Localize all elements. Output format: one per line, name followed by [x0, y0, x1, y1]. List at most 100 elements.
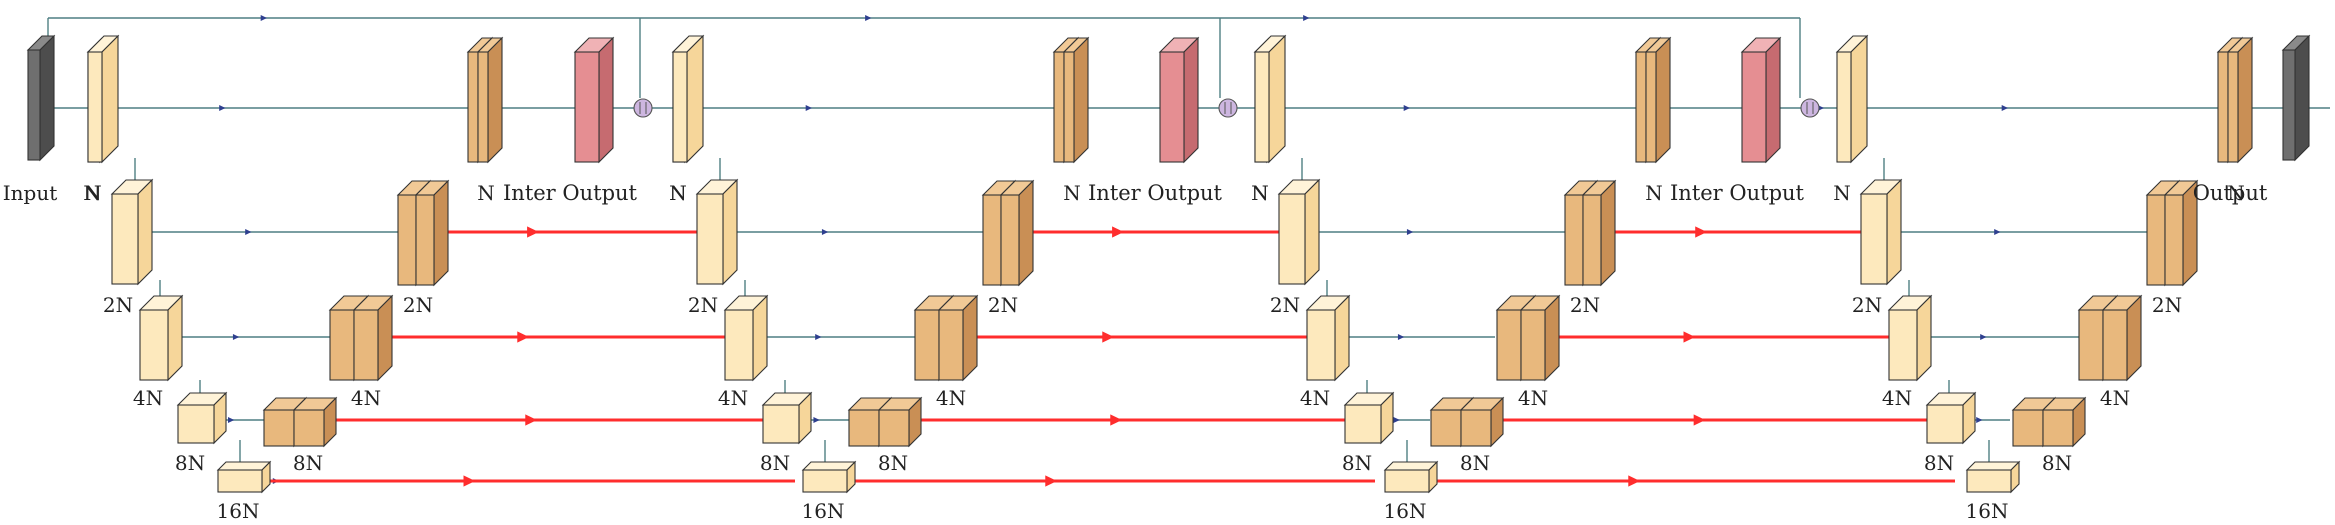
enc-4n-585-side [752, 294, 768, 382]
enc-2n-label-585: 2N [688, 293, 718, 317]
dec-2n-0-b [414, 179, 450, 287]
enc-16n-585 [801, 460, 857, 494]
inter-output-label-2: Inter Output [1670, 181, 1805, 205]
enc-8n-label-1167: 8N [1342, 451, 1372, 475]
enc-2n-1749-side [1886, 178, 1902, 286]
dec-8n-label-585: 8N [878, 451, 908, 475]
dec-4n-label-1167: 4N [1518, 386, 1548, 410]
output-slab [2281, 34, 2311, 162]
encoder-n-after-merge-2 [1835, 34, 1869, 164]
encoder-n-label-s0: N [84, 181, 102, 205]
encoder-n-after-merge-label-0: N [669, 181, 687, 205]
output-label: Output [2193, 181, 2268, 205]
merge-node-0 [633, 98, 653, 118]
dec-4n-0-b [352, 294, 394, 382]
enc-4n-label-0: 4N [133, 386, 163, 410]
enc-16n-label-0: 16N [217, 499, 260, 523]
layer-blocks [26, 34, 2311, 494]
dec-2n-0-b-side [433, 179, 449, 287]
dec-n-label-0: N [477, 181, 495, 205]
enc-2n-1167-side [1304, 178, 1320, 286]
encoder-n-after-merge-1-side [1268, 34, 1286, 164]
flow-arrow [2001, 104, 2008, 112]
dec-8n-1167-b [1459, 396, 1505, 448]
enc-4n-label-1749: 4N [1882, 386, 1912, 410]
enc-2n-label-1167: 2N [1270, 293, 1300, 317]
encoder-n-label-s1: N [669, 181, 687, 205]
output-slab-side [2294, 34, 2310, 162]
enc-4n-0-front [139, 309, 169, 381]
encoder-n-after-merge-2-front [1836, 51, 1852, 163]
enc-16n-1167-front [1384, 469, 1430, 493]
dec-8n-1749-a-front [2012, 409, 2044, 447]
dec-n-label-1167: N [1645, 181, 1663, 205]
dec-n-585-b-side [1073, 36, 1089, 164]
enc-16n-1167 [1383, 460, 1439, 494]
dec-2n-585-b [999, 179, 1035, 287]
enc-16n-0-top [216, 461, 272, 471]
enc-2n-0-side [137, 178, 153, 286]
encoder-n-after-merge-label-2: N [1833, 181, 1851, 205]
flow-arrow [805, 104, 812, 112]
flow-arrow [1403, 104, 1410, 112]
dec-4n-1749-b-side [2126, 294, 2142, 382]
enc-4n-1749-front [1888, 309, 1918, 381]
dec-8n-1749-b [2041, 396, 2087, 448]
skip-arrow-8n [1693, 414, 1706, 426]
enc-16n-label-1749: 16N [1966, 499, 2009, 523]
enc-8n-585 [761, 391, 813, 445]
dec-4n-1167-b [1519, 294, 1561, 382]
enc-2n-585 [695, 178, 739, 286]
level-arrow-0 [1994, 228, 2001, 236]
skip-arrow-8n [1110, 414, 1122, 426]
inter-output-slab-1-side [1183, 36, 1199, 164]
enc-4n-0-side [167, 294, 183, 382]
dec-8n-0-b [292, 396, 338, 448]
inter-output-slab-0 [573, 36, 615, 164]
enc-8n-1167 [1343, 391, 1395, 445]
dec-2n-1167-b [1581, 179, 1617, 287]
inter-output-label-1: Inter Output [1088, 181, 1223, 205]
dec-2n-1167-b-side [1600, 179, 1616, 287]
enc-4n-1167-front [1306, 309, 1336, 381]
dec-n-1749-a-front [2217, 51, 2229, 163]
dec-8n-label-1167: 8N [1460, 451, 1490, 475]
level-arrow-0 [821, 228, 829, 236]
encoder-n-first [86, 34, 120, 164]
level-arrow-1 [815, 333, 822, 341]
level-arrow-0 [245, 228, 252, 236]
skip-arrow-8n [525, 414, 537, 426]
encoder-n-after-merge-0-side [686, 34, 704, 164]
dec-4n-1749-b-front [2102, 309, 2128, 381]
skip-connections [262, 226, 1960, 487]
inter-output-slab-2-side [1765, 36, 1781, 164]
enc-16n-1749-front [1966, 469, 2012, 493]
enc-4n-585-front [724, 309, 754, 381]
level-arrow-1 [1980, 333, 1987, 341]
dec-4n-0-b-side [377, 294, 393, 382]
inter-output-slab-0-front [574, 51, 600, 163]
encoder-n-after-merge-1 [1253, 34, 1287, 164]
dec-n-1749-b [2226, 36, 2254, 164]
dec-n-0-b-side [487, 36, 503, 164]
dec-n-585-b [1062, 36, 1090, 164]
dec-8n-0-b-front [293, 409, 325, 447]
enc-2n-0 [110, 178, 154, 286]
dec-4n-1167-b-side [1544, 294, 1560, 382]
enc-4n-0 [138, 294, 184, 382]
dec-2n-label-1167: 2N [1570, 293, 1600, 317]
dec-n-label-1749: N [2227, 181, 2245, 205]
enc-16n-1749 [1965, 460, 2021, 494]
merge-node-0-circle [633, 98, 653, 118]
dec-2n-1167-a-front [1564, 194, 1584, 286]
encoder-n-first-side [101, 34, 119, 164]
dec-8n-1167-b-front [1460, 409, 1492, 447]
enc-16n-0-front [217, 469, 263, 493]
dec-2n-0-b-front [415, 194, 435, 286]
dec-8n-585-b-front [878, 409, 910, 447]
skip-arrow-2n [1112, 226, 1124, 238]
enc-8n-0-front [177, 404, 215, 444]
inter-output-slab-1-front [1159, 51, 1185, 163]
dec-2n-label-1749: 2N [2152, 293, 2182, 317]
input-slab-front [27, 49, 41, 161]
